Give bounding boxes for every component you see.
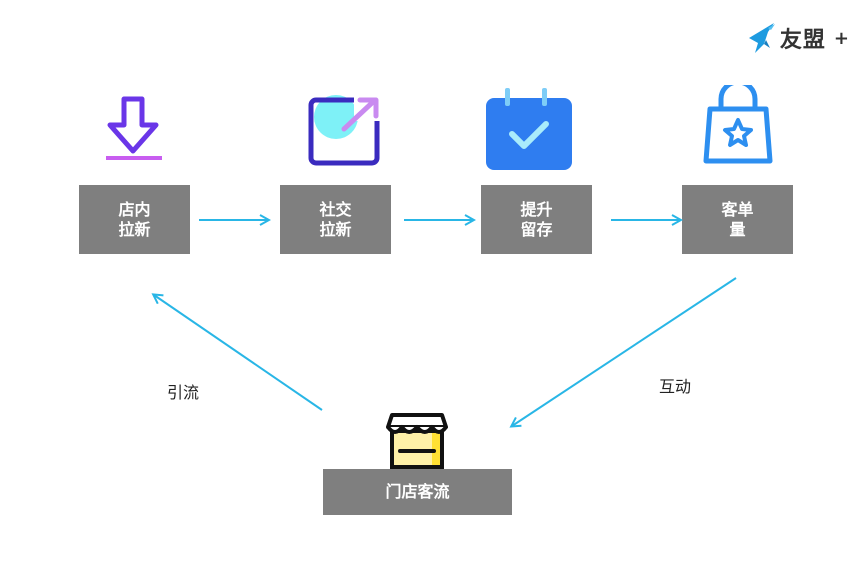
node-label: 门店客流 [385, 482, 450, 501]
storefront-icon [386, 413, 448, 469]
node-label-line2: 拉新 [319, 219, 352, 239]
download-icon [106, 96, 162, 160]
edge-label-interaction: 互动 [659, 377, 692, 396]
brand-logo: 友盟 + [744, 20, 849, 56]
node-store-acquire: 店内 拉新 [79, 185, 190, 254]
node-label-line1: 客单 [721, 199, 754, 219]
arrow-order-to-store-traffic [512, 277, 737, 426]
node-label-line2: 量 [729, 219, 746, 239]
node-label-line2: 留存 [520, 219, 553, 239]
node-retention: 提升 留存 [481, 185, 592, 254]
node-store-traffic: 门店客流 [323, 469, 512, 515]
edge-label-traffic: 引流 [167, 383, 200, 402]
share-external-icon [308, 95, 380, 166]
node-label-line1: 店内 [118, 199, 151, 219]
calendar-check-icon [486, 88, 572, 170]
node-order-value: 客单 量 [682, 185, 793, 254]
node-label-line2: 拉新 [118, 219, 151, 239]
arrow-store-traffic-to-store [154, 295, 323, 411]
node-label-line1: 提升 [520, 199, 553, 219]
bird-logo-icon [748, 23, 775, 53]
node-social-acquire: 社交 拉新 [280, 185, 391, 254]
node-label-line1: 社交 [319, 199, 352, 219]
brand-suffix: + [833, 27, 849, 49]
brand-name: 友盟 [779, 28, 826, 53]
shopping-bag-star-icon [703, 85, 773, 164]
